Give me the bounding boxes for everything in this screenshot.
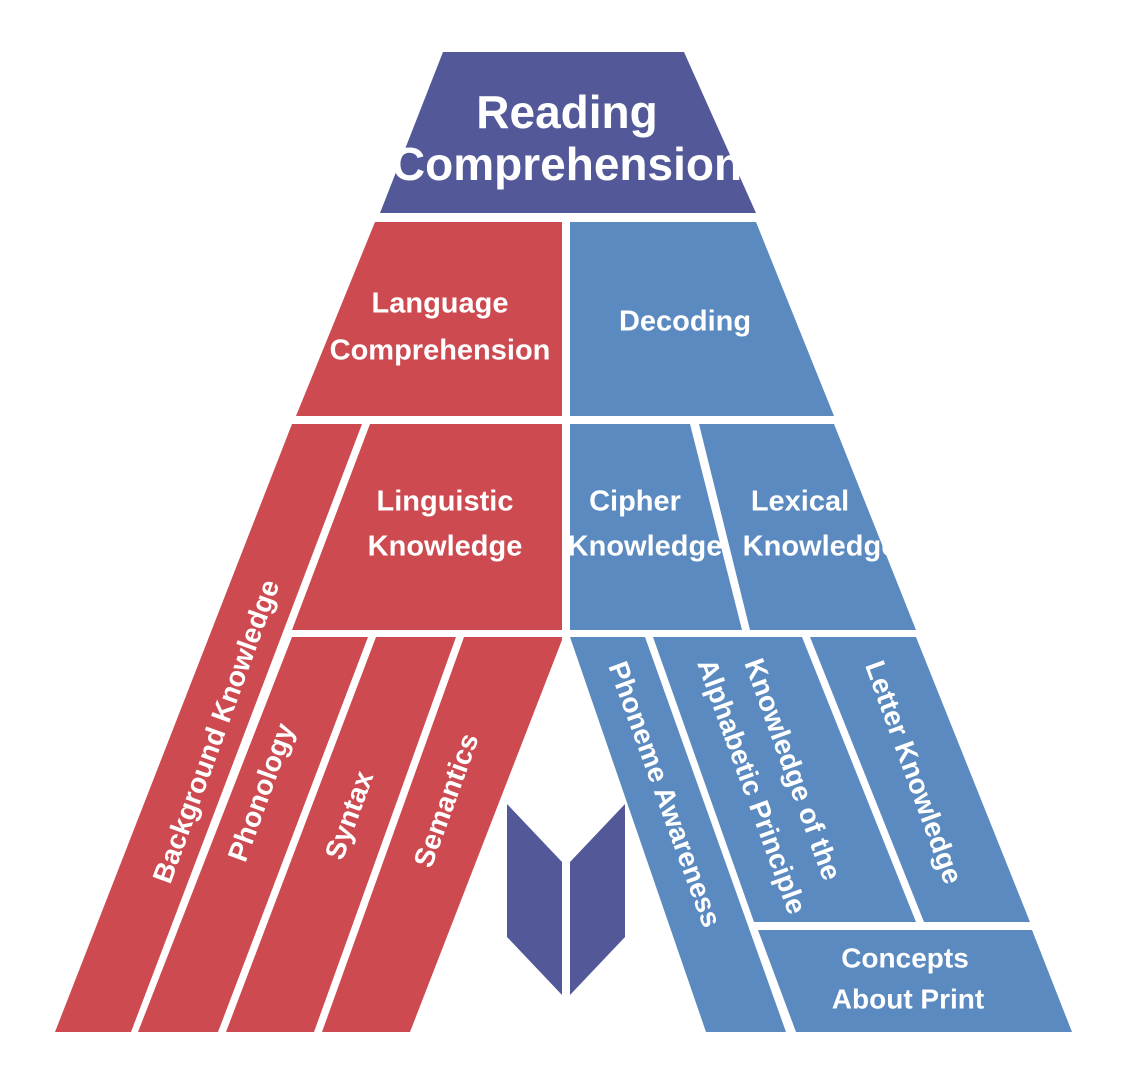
linguistic-knowledge-label-line2: Knowledge: [368, 531, 523, 563]
letter-knowledge-block: [810, 637, 1030, 922]
reading-comprehension-block: [380, 52, 756, 213]
phonology-block: [138, 637, 368, 1032]
linguistic-knowledge-block: [292, 424, 562, 630]
concepts-about-print-block: [758, 930, 1072, 1032]
concepts-about-print-label-line2: About Print: [832, 983, 984, 1014]
phoneme-awareness-block: [570, 637, 786, 1032]
reading-comprehension-label-line2: Comprehension: [392, 138, 742, 190]
lexical-knowledge-label-line1: Lexical: [751, 486, 849, 518]
syntax-block: [226, 637, 456, 1032]
cipher-knowledge-block: [570, 424, 742, 630]
concepts-about-print-label-line1: Concepts: [841, 942, 969, 973]
book-right-page-icon: [570, 804, 625, 995]
background-knowledge-block: [55, 424, 362, 1032]
alphabetic-principle-block: [653, 637, 916, 922]
language-comprehension-label-line1: Language: [372, 288, 509, 320]
lexical-knowledge-label-line2: Knowledge: [743, 531, 898, 563]
decoding-label: Decoding: [619, 306, 751, 338]
cipher-knowledge-label-line2: Knowledge: [568, 531, 723, 563]
book-left-page-icon: [507, 804, 562, 995]
lexical-knowledge-block: [699, 424, 916, 630]
semantics-block: [322, 637, 562, 1032]
language-comprehension-block: [296, 222, 562, 416]
reading-comprehension-label-line1: Reading: [476, 86, 657, 138]
language-comprehension-label-line2: Comprehension: [330, 335, 551, 367]
decoding-block: [570, 222, 834, 416]
book-icon: [507, 804, 625, 995]
linguistic-knowledge-label-line1: Linguistic: [377, 486, 514, 518]
cipher-knowledge-label-line1: Cipher: [589, 486, 681, 518]
